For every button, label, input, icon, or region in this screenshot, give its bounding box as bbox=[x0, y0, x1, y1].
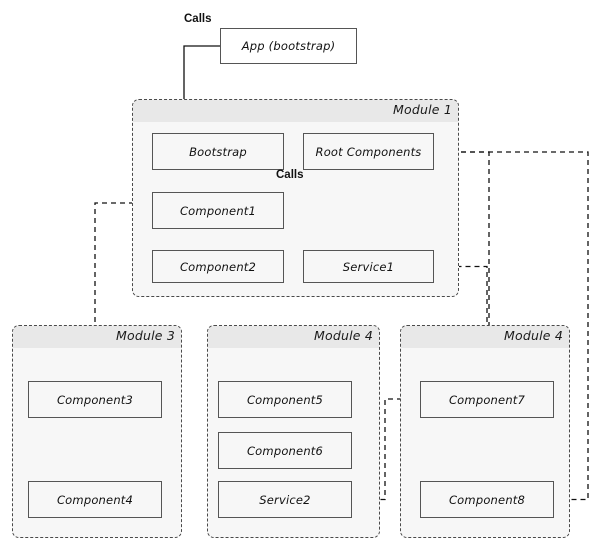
module-4-mid-header bbox=[208, 326, 379, 348]
edge-label-calls-mid: Calls bbox=[276, 169, 304, 181]
module-3-title: Module 3 bbox=[116, 328, 175, 343]
node-component7[interactable]: Component7 bbox=[420, 381, 554, 418]
node-label: Component6 bbox=[246, 443, 324, 458]
node-component8[interactable]: Component8 bbox=[420, 481, 554, 518]
node-service1[interactable]: Service1 bbox=[303, 250, 434, 283]
node-label: App (bootstrap) bbox=[241, 39, 336, 53]
node-label: Component3 bbox=[56, 392, 134, 407]
node-label: Component4 bbox=[56, 492, 134, 507]
node-component1[interactable]: Component1 bbox=[152, 192, 284, 229]
node-label: Service1 bbox=[342, 259, 395, 274]
node-label: Bootstrap bbox=[189, 144, 247, 159]
module-4-mid-title: Module 4 bbox=[314, 328, 373, 343]
node-label: Component5 bbox=[246, 392, 324, 407]
module-4-right-header bbox=[401, 326, 569, 348]
node-label: Service2 bbox=[259, 492, 311, 507]
edge-label-calls-top: Calls bbox=[184, 13, 212, 25]
node-component4[interactable]: Component4 bbox=[28, 481, 162, 518]
module-4-right-title: Module 4 bbox=[504, 328, 563, 343]
node-component6[interactable]: Component6 bbox=[218, 432, 352, 469]
node-bootstrap[interactable]: Bootstrap bbox=[152, 133, 284, 170]
node-service2[interactable]: Service2 bbox=[218, 481, 352, 518]
node-label: Component8 bbox=[448, 492, 526, 507]
node-label: Root Components bbox=[315, 144, 422, 159]
node-label: Component2 bbox=[179, 259, 257, 274]
node-label: Component7 bbox=[448, 392, 526, 407]
node-component3[interactable]: Component3 bbox=[28, 381, 162, 418]
node-component2[interactable]: Component2 bbox=[152, 250, 284, 283]
module-1-title: Module 1 bbox=[393, 102, 452, 117]
node-app-bootstrap[interactable]: App (bootstrap) bbox=[220, 28, 357, 64]
node-label: Component1 bbox=[179, 203, 257, 218]
node-component5[interactable]: Component5 bbox=[218, 381, 352, 418]
module-3-header bbox=[13, 326, 181, 348]
module-1-header bbox=[133, 100, 458, 122]
node-root-components[interactable]: Root Components bbox=[303, 133, 434, 170]
